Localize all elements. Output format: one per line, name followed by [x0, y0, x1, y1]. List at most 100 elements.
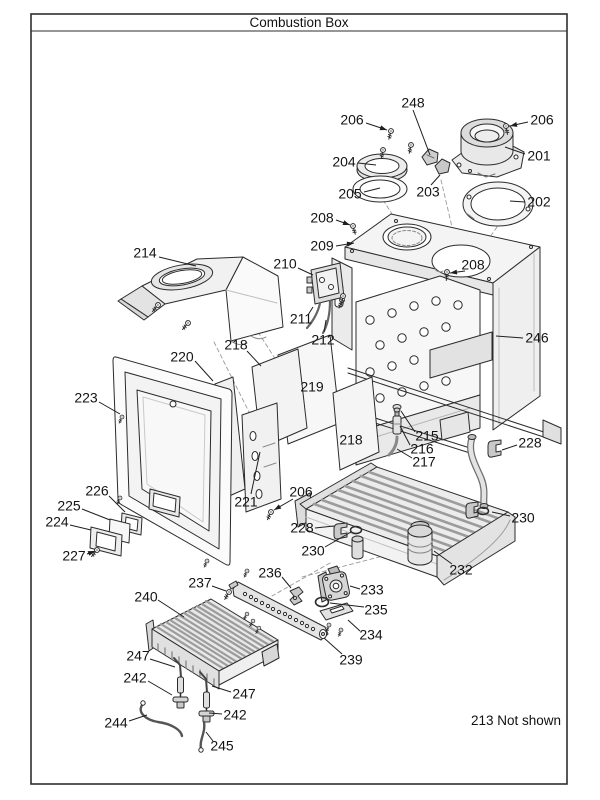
door-panel-223 — [112, 356, 233, 566]
leader-arrow — [510, 122, 518, 127]
part-label-212: 212 — [311, 332, 335, 348]
leader-line — [98, 401, 121, 415]
part-label-242: 242 — [223, 707, 247, 723]
part-label-204: 204 — [332, 154, 356, 170]
flue-gasket-202 — [462, 181, 534, 227]
ignition-lead-211 — [305, 301, 322, 330]
leader-line — [157, 599, 185, 618]
leader-line — [194, 360, 214, 382]
part-label-206: 206 — [530, 112, 554, 128]
leader-arrow — [450, 269, 458, 275]
combustion-box-enclosure-246 — [331, 213, 562, 466]
part-label-230: 230 — [511, 510, 535, 526]
part-label-216: 216 — [410, 441, 434, 457]
hood-collar — [150, 263, 214, 291]
part-label-239: 239 — [339, 652, 363, 668]
part-label-218: 218 — [224, 337, 248, 353]
leader-line — [412, 109, 431, 156]
venturi-233 — [317, 565, 351, 603]
sensor-216 — [392, 411, 402, 435]
part-label-237: 237 — [188, 575, 212, 591]
part-label-208: 208 — [310, 210, 334, 226]
bracket-234 — [319, 602, 354, 621]
burner-240 — [145, 598, 280, 690]
pipe-217 — [387, 435, 399, 457]
part-label-210: 210 — [273, 256, 297, 272]
leader-arrow — [342, 220, 350, 226]
leader-line — [246, 350, 262, 367]
ignition-unit-210 — [306, 262, 345, 305]
electrode-247-left — [173, 657, 184, 701]
clip-236 — [289, 586, 304, 606]
leader-line — [400, 410, 416, 433]
o-ring-230-right — [476, 506, 490, 516]
manifold-rail-239 — [228, 580, 329, 641]
ignition-lead-212 — [321, 299, 332, 335]
leader-line — [147, 680, 173, 696]
o-ring-235 — [314, 596, 330, 608]
part-label-245: 245 — [210, 738, 234, 754]
part-label-221: 221 — [234, 494, 258, 510]
lead-244 — [139, 700, 184, 738]
leader-line — [491, 511, 511, 517]
leader-line — [324, 531, 352, 548]
part-label-236: 236 — [258, 565, 282, 581]
leader-line — [205, 731, 214, 742]
part-label-240: 240 — [134, 589, 158, 605]
hood-214 — [117, 256, 284, 346]
o-ring-230-left — [349, 525, 363, 535]
leader-line — [329, 602, 365, 608]
leader-line — [349, 585, 361, 590]
flue-clip-248 — [421, 148, 439, 166]
leader-line — [297, 267, 314, 276]
part-label-219: 219 — [300, 379, 324, 395]
part-label-224: 224 — [45, 514, 69, 530]
leader-line — [347, 619, 361, 632]
part-label-247: 247 — [126, 648, 150, 664]
part-label-206: 206 — [340, 112, 364, 128]
lead-245 — [198, 720, 206, 753]
leader-line — [504, 146, 526, 155]
part-label-234: 234 — [359, 627, 383, 643]
page-title: Combustion Box — [249, 15, 348, 30]
part-label-247: 247 — [232, 686, 256, 702]
leader-line — [396, 448, 413, 459]
nut-215 — [392, 404, 402, 413]
leader-line — [69, 524, 92, 531]
leader-line — [211, 585, 227, 592]
part-label-208: 208 — [461, 257, 485, 273]
flue-clip-203 — [434, 158, 451, 175]
leader-line — [433, 550, 453, 565]
part-label-201: 201 — [527, 148, 551, 164]
flue-hole-collared — [382, 223, 432, 251]
leader-line — [323, 637, 343, 655]
part-label-225: 225 — [57, 498, 81, 514]
leader-line — [363, 187, 381, 193]
insulation-panel-218-mid — [332, 376, 380, 471]
leader-line — [128, 714, 148, 722]
leader-line — [495, 335, 524, 339]
leader-line — [208, 712, 223, 715]
leader-arrow — [346, 241, 354, 247]
part-label-232: 232 — [449, 562, 473, 578]
part-label-211: 211 — [290, 311, 313, 327]
door-sight-frame — [148, 488, 181, 518]
part-label-220: 220 — [170, 349, 194, 365]
part-label-203: 203 — [416, 184, 440, 200]
condensate-hose — [467, 434, 489, 509]
clip-228-left — [333, 522, 348, 540]
leader-line — [250, 451, 261, 495]
leader-line — [430, 174, 441, 186]
leader-line — [149, 658, 176, 668]
part-label-233: 233 — [360, 582, 384, 598]
clip-228-right — [487, 439, 502, 458]
leader-line — [501, 444, 518, 451]
grommet-242-left — [172, 696, 189, 709]
leader-line — [509, 200, 526, 203]
leader-arrow — [274, 504, 282, 510]
leader-line — [323, 319, 327, 333]
part-label-227: 227 — [62, 548, 86, 564]
leader-line — [158, 256, 197, 267]
